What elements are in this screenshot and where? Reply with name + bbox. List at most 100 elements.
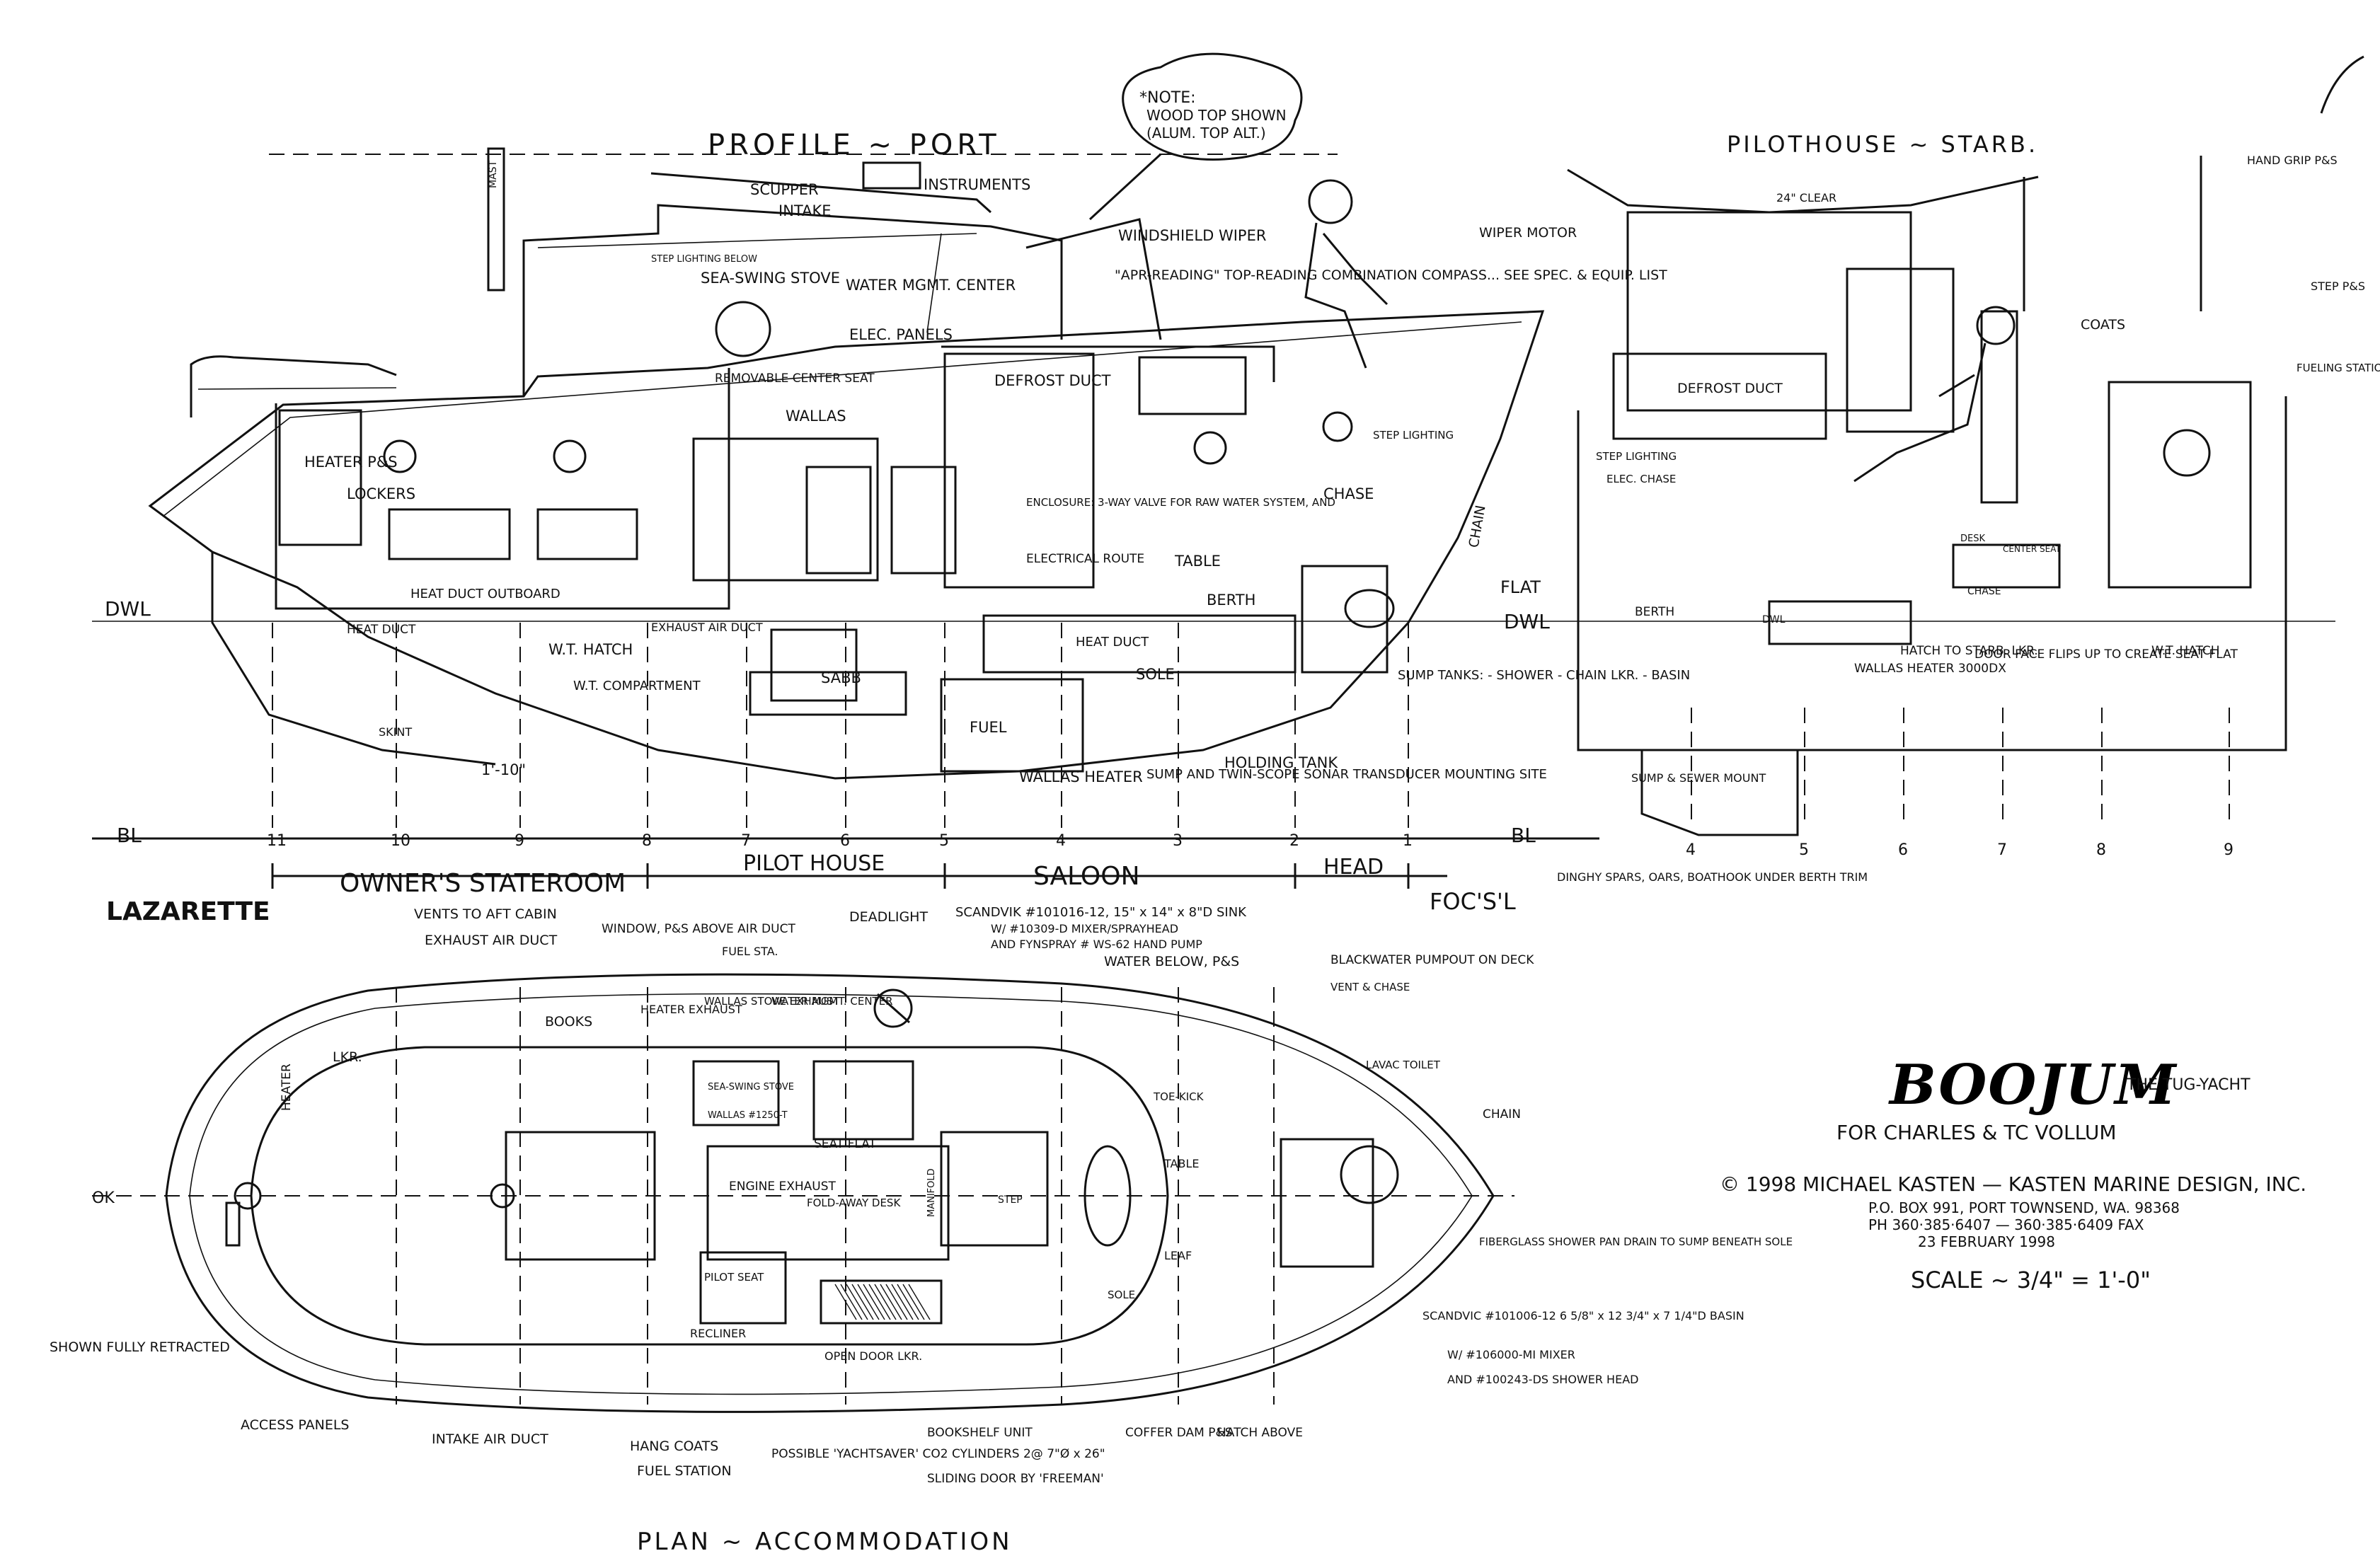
pilothouse-label: 24" CLEAR [1776,191,1836,204]
sole-hatching [857,1284,880,1320]
profile-label: LOCKERS [347,485,415,502]
plan-label: WALLAS STOVE EXHAUST [704,995,840,1008]
profile-label: CHASE [1323,485,1374,502]
profile-label: W.T. COMPARTMENT [573,679,701,693]
profile-label: STEP LIGHTING [1373,429,1454,442]
profile-label: TABLE [1174,553,1221,570]
profile-label: ELEC. PANELS [849,326,953,343]
seated-person-figure [1853,306,2016,483]
plan-label: SEA-SWING STOVE [708,1082,794,1093]
profile-label: "APR-READING" TOP-READING COMBINATION CO… [1115,267,1667,283]
sole-hatching [874,1284,897,1320]
profile-label: HEAT DUCT [347,623,416,637]
boat-name: BOOJUM [1888,1053,2178,1117]
profile-label: SCUPPER [750,181,819,198]
plan-label: W/ #106000-MI MIXER [1447,1348,1575,1361]
pilothouse-label: HATCH TO STARB. LKR. [1900,644,2038,658]
plan-label: FIBERGLASS SHOWER PAN DRAIN TO SUMP BENE… [1479,1235,1793,1248]
pilothouse-title: PILOTHOUSE ~ STARB. [1727,131,2038,158]
pilothouse-label: COATS [2081,317,2125,333]
plan-label: HEATER EXHAUST [640,1003,742,1016]
profile-label: WALLAS HEATER [1019,768,1143,785]
title-block: BOOJUM THE TUG-YACHT FOR CHARLES & TC VO… [1720,1053,2306,1293]
plan-label: STEP [998,1194,1023,1206]
section-focsle: FOC'S'L [1430,888,1516,915]
profile-label: 1'-10" [481,761,526,778]
plan-label: HANG COATS [630,1439,718,1454]
plan-label: INTAKE AIR DUCT [432,1431,548,1447]
station-number: 1 [1403,832,1413,850]
plan-label: WATER MGMT. CENTER [771,995,893,1008]
profile-label: ELECTRICAL ROUTE [1026,552,1144,566]
pilothouse-label: DEFROST DUCT [1677,381,1783,396]
ok-label: OK [92,1189,115,1207]
note-line-1: *NOTE: [1139,89,1196,107]
plan-label: LKR. [333,1049,362,1065]
pilothouse-label: CHASE [1967,586,2001,597]
plan-label: TOE-KICK [1153,1090,1205,1103]
plan-title: PLAN ~ ACCOMMODATION [637,1528,1013,1556]
section-lazarette: LAZARETTE [106,897,270,926]
plan-label: WATER BELOW, P&S [1104,954,1239,969]
bl-label-left: BL [117,824,142,847]
note-line-2: WOOD TOP SHOWN [1146,107,1287,124]
pilothouse-label: FUELING STATION P&S [2296,362,2380,374]
plan-label: BOOKS [545,1014,592,1030]
profile-label: SOLE [1136,666,1175,683]
sole-hatching [840,1284,863,1320]
plan-label: W/ #10309-D MIXER/SPRAYHEAD [991,922,1178,935]
profile-label: WINDSHIELD WIPER [1118,227,1266,244]
station-number: 9 [514,832,524,850]
sole-hatching [846,1284,868,1320]
copyright-line: © 1998 MICHAEL KASTEN — KASTEN MARINE DE… [1720,1172,2306,1196]
pilothouse-label: DWL [1762,614,1786,626]
profile-label: SUMP TANKS: - SHOWER - CHAIN LKR. - BASI… [1398,668,1690,683]
pilothouse-label: CENTER SEAT [2003,544,2061,554]
sole-hatching [851,1284,874,1320]
pilothouse-label: HAND GRIP P&S [2247,154,2338,167]
plan-label: PILOT SEAT [704,1271,764,1284]
pilothouse-label: SUMP & SEWER MOUNT [1631,771,1766,785]
station-number: 6 [840,832,850,850]
profile-label: REMOVABLE CENTER SEAT [715,371,875,386]
profile-label: HEAT DUCT OUTBOARD [410,587,560,601]
station-number: 4 [1686,841,1696,859]
plan-label: FUEL STA. [722,945,778,958]
pilothouse-label: WALLAS HEATER 3000DX [1854,662,2006,676]
plan-label: SCANDVIK #101016-12, 15" x 14" x 8"D SIN… [955,905,1247,920]
plan-label: WINDOW, P&S ABOVE AIR DUCT [602,922,795,936]
sheet-corner-mark [2320,55,2364,114]
plan-label: LAVAC TOILET [1366,1059,1441,1071]
plan-label: HATCH ABOVE [1217,1426,1303,1440]
plan-label: LEAF [1164,1249,1192,1262]
profile-title: PROFILE ~ PORT [708,129,1001,161]
plan-label: POSSIBLE 'YACHTSAVER' CO2 CYLINDERS 2@ 7… [771,1447,1105,1461]
sole-hatching [880,1284,902,1320]
pilothouse-label: STEP P&S [2311,279,2365,293]
pilothouse-label: WIPER MOTOR [1479,225,1577,241]
profile-label: SKINT [379,725,412,739]
plan-label: MANIFOLD [926,1168,937,1217]
plan-label: ENGINE EXHAUST [729,1180,837,1194]
plan-view: OK VENTS TO AFT CABIN EXHAUST AIR DUCT W… [50,905,1793,1556]
plan-label: SOLE [1108,1289,1135,1301]
sole-hatching [868,1284,891,1320]
plan-label: BOOKSHELF UNIT [927,1426,1033,1440]
section-saloon: SALOON [1033,862,1140,891]
profile-label: W.T. HATCH [548,641,633,658]
plan-label: FOLD-AWAY DESK [807,1197,901,1209]
plan-label: OPEN DOOR LKR. [824,1349,922,1363]
plan-label: SEAT FLAT [814,1137,877,1151]
station-number: 8 [642,832,652,850]
plan-label: AND FYNSPRAY # WS-62 HAND PUMP [991,938,1202,951]
note-line-3: (ALUM. TOP ALT.) [1146,125,1266,142]
pilothouse-label: W.T. HATCH [2151,644,2220,658]
station-number: 9 [2224,841,2234,859]
pilothouse-label: ELEC. CHASE [1606,473,1676,485]
pilothouse-label: DESK [1960,534,1985,544]
section-pilot-house: PILOT HOUSE [743,851,885,876]
plan-label: FUEL STATION [637,1463,732,1479]
profile-label: SUMP AND TWIN-SCOPE SONAR TRANSDUCER MOU… [1146,767,1547,782]
